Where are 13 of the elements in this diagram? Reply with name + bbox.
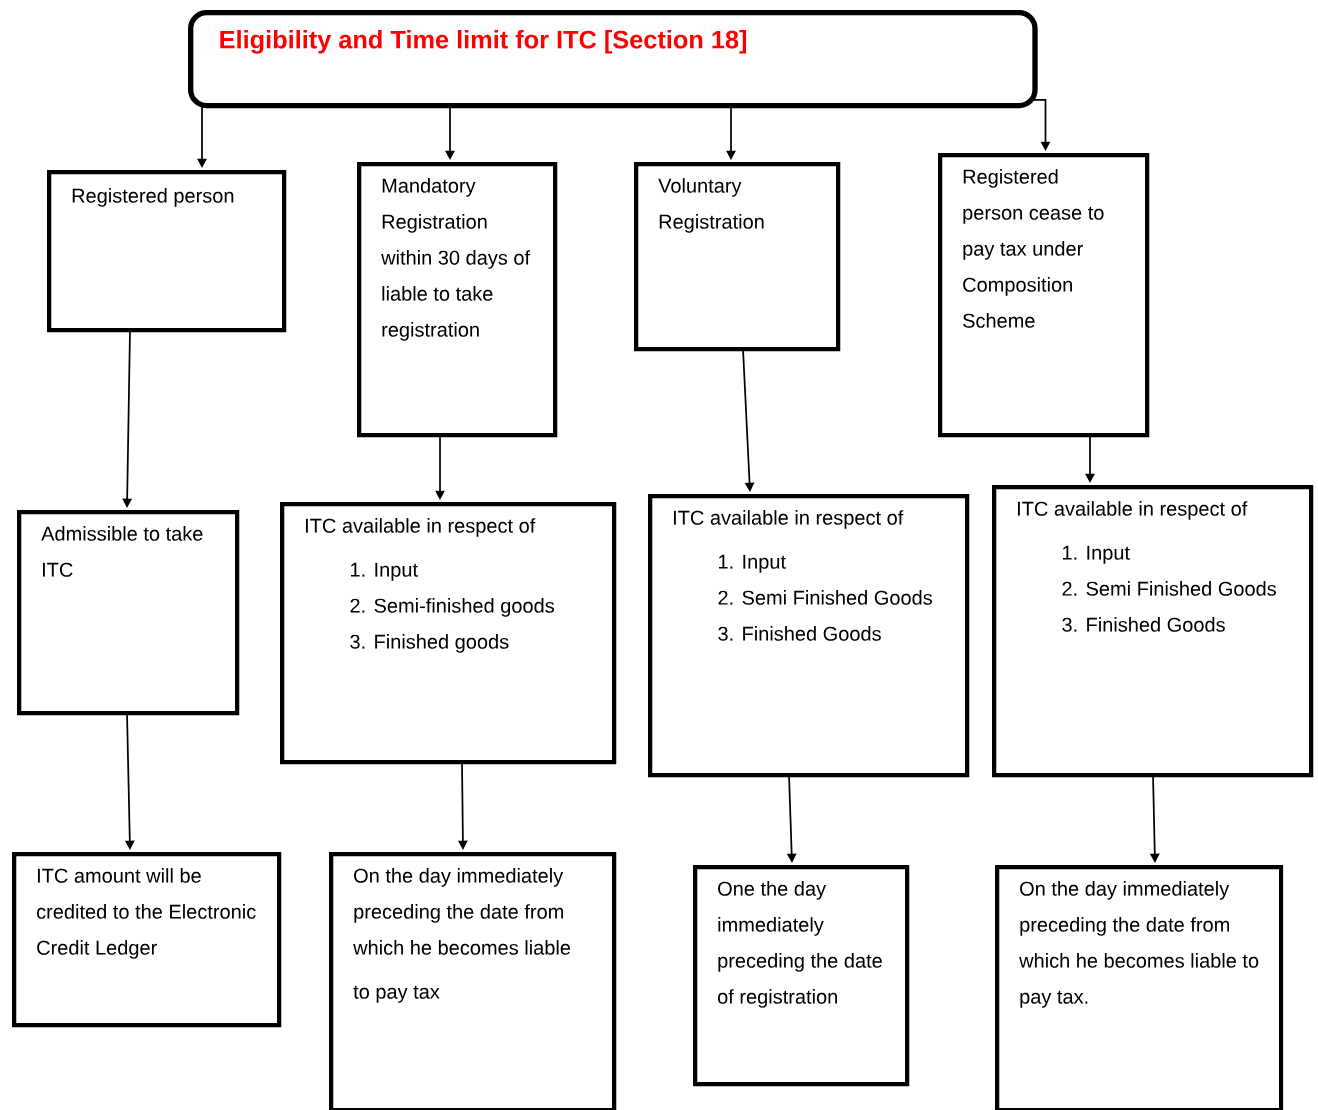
text-box: Registered person bbox=[47, 170, 287, 333]
text-box: ITC available in respect of 1. Input 2. Semi Finished Goods 3. Finished Goods bbox=[992, 485, 1314, 778]
text-box: ITC available in respect of 1. Input 2. Semi Finished Goods 3. Finished Goods bbox=[648, 494, 970, 778]
text-box: On the day immediately preceding the date from which he becomes liable to pay tax. bbox=[995, 865, 1284, 1110]
text-box: One the day immediately preceding the date of registration bbox=[693, 865, 910, 1087]
text-box: Registered person cease to pay tax under Composition Scheme bbox=[938, 153, 1150, 438]
title-box: Eligibility and Time limit for ITC [Section 18] bbox=[188, 10, 1038, 109]
text-box: On the day immediately preceding the date from which he becomes liable to pay tax bbox=[329, 852, 617, 1110]
text-box: Voluntary Registration bbox=[634, 162, 841, 352]
text-box: Admissible to take ITC bbox=[17, 510, 240, 716]
text-box: ITC amount will be credited to the Electronic Credit Ledger bbox=[12, 852, 282, 1028]
text-box: ITC available in respect of 1. Input 2. Semi-finished goods 3. Finished goods bbox=[280, 502, 617, 765]
text-box: Mandatory Registration within 30 days of liable to take registration bbox=[357, 162, 558, 438]
